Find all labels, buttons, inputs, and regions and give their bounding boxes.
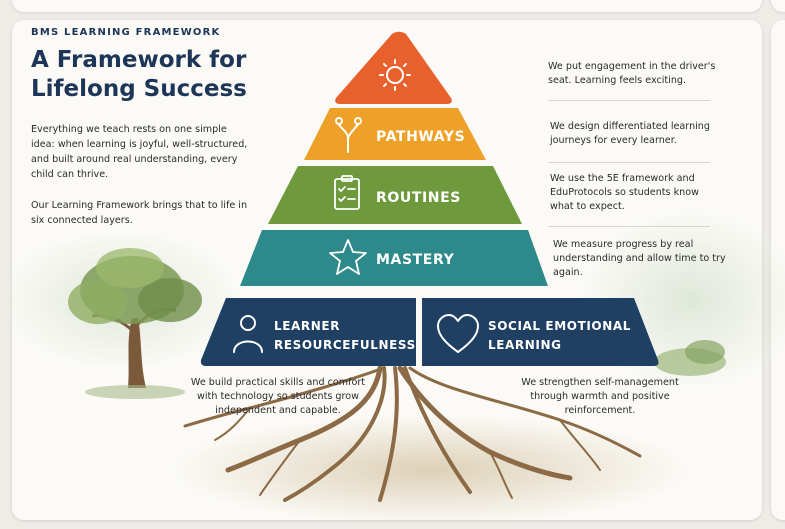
foundation-social-emotional <box>422 298 659 366</box>
tier-mastery <box>240 230 548 286</box>
divider <box>548 226 710 227</box>
foundation-learner-resourcefulness <box>200 298 416 366</box>
foundation-label-learner-line1: LEARNER <box>274 319 340 333</box>
foundation-label-learner-line2: RESOURCEFULNESS <box>274 338 416 352</box>
divider <box>548 162 710 163</box>
foundation-label-sel-line2: LEARNING <box>488 338 562 352</box>
foundation-label-sel-line1: SOCIAL EMOTIONAL <box>488 319 631 333</box>
tier-label-pathways: PATHWAYS <box>376 129 465 145</box>
tier-pathways <box>304 108 486 160</box>
intro-paragraph: Everything we teach rests on one simple … <box>31 124 248 180</box>
tier-label-mastery: MASTERY <box>376 252 455 268</box>
previous-card-edge-right <box>771 0 785 12</box>
tree-illustration <box>68 248 202 399</box>
intro-paragraph-2: Our Learning Framework brings that to li… <box>31 200 248 226</box>
tier-description-pathways: We design differentiated learning journe… <box>550 121 710 146</box>
tier-description-mastery: We measure progress by real understandin… <box>553 239 726 278</box>
branching-path-icon <box>335 117 362 153</box>
person-icon <box>233 315 263 353</box>
divider <box>548 100 710 101</box>
star-icon <box>329 239 367 275</box>
grass-illustration <box>654 340 726 376</box>
heart-icon <box>437 314 479 353</box>
sun-icon <box>379 59 411 91</box>
roots-illustration <box>183 365 642 502</box>
tier-description-engagement: We put engagement in the driver's seat. … <box>548 61 716 86</box>
previous-card-edge <box>12 0 762 12</box>
foundation-description-learner: We build practical skills and comfort wi… <box>190 377 366 416</box>
page-title: A Framework for Lifelong Success <box>31 47 247 102</box>
foundation-description-sel: We strengthen self-management through wa… <box>521 377 679 416</box>
tier-label-routines: ROUTINES <box>376 190 461 206</box>
tier-description-routines: We use the 5E framework and EduProtocols… <box>550 173 699 212</box>
tier-routines <box>268 166 522 224</box>
section-eyebrow: BMS LEARNING FRAMEWORK <box>31 27 221 38</box>
checklist-clipboard-icon <box>334 175 360 210</box>
